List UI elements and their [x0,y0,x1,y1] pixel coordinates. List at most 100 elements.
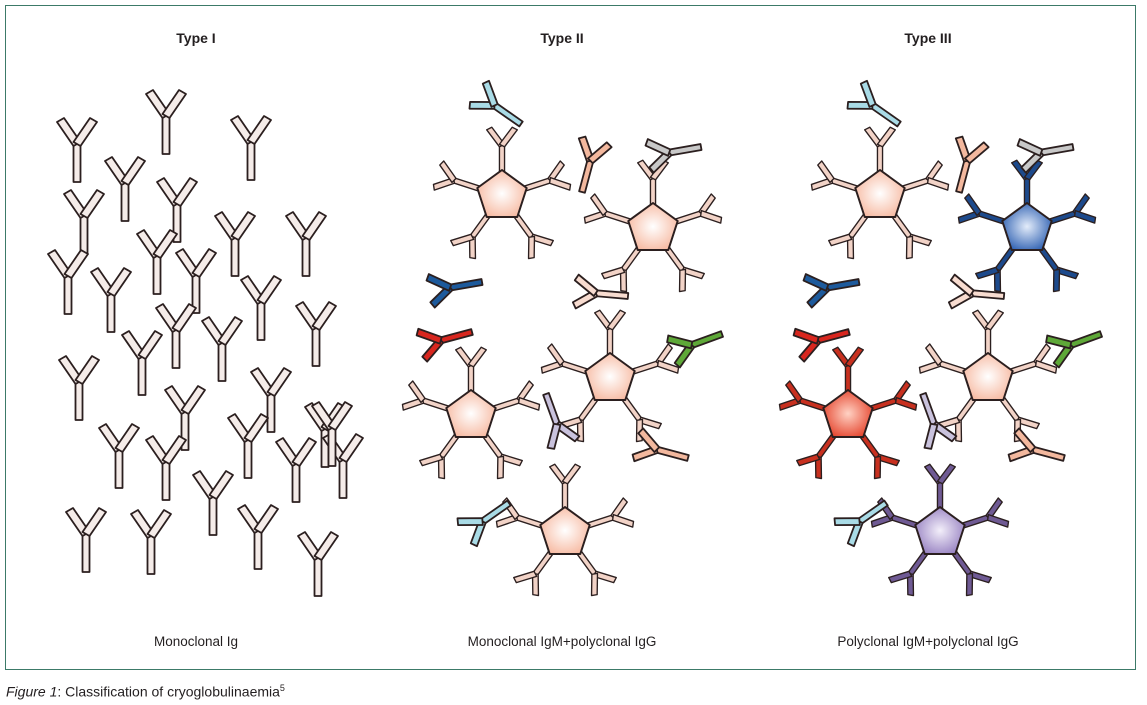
monoclonal-ig-icon [227,413,269,479]
igg-red-icon [415,327,474,363]
monoclonal-ig-icon [56,117,98,183]
igm-subunit-icon [832,346,864,395]
monoclonal-ig-icon [121,330,163,396]
type-ii-group [401,79,724,597]
igm-subunit-icon [594,309,626,358]
igm-pentamer-peach-icon [540,309,680,443]
monoclonal-ig-icon [47,249,89,315]
monoclonal-ig-icon [130,509,172,575]
igm-subunit-icon [864,126,896,175]
igm-subunit-icon [1007,343,1058,376]
panel-title-type-iii: Type III [904,30,952,46]
monoclonal-ig-icon [275,437,317,503]
igg-peach-icon [1007,427,1066,463]
monoclonal-ig-icon [230,115,272,181]
figure-frame: Type I Type II Type III Monoclonal Ig Mo… [5,5,1136,670]
igm-subunit-icon [890,211,932,260]
igm-subunit-icon [778,380,829,413]
monoclonal-ig-icon [237,504,279,570]
igm-pentamer-red-icon [778,346,918,480]
igm-subunit-icon [584,497,635,530]
igm-subunit-icon [583,193,634,226]
igm-subunit-icon [629,343,680,376]
monoclonal-ig-icon [156,177,198,243]
pentamer-core-icon [627,202,679,251]
pentamer-core-icon [476,169,528,218]
igg-green-icon [666,330,724,369]
igg-lavender-icon [919,392,958,450]
caption-reference: 5 [279,683,285,693]
igm-subunit-icon [957,193,1008,226]
igm-subunit-icon [972,309,1004,358]
monoclonal-ig-icon [98,423,140,489]
monoclonal-ig-icon [155,303,197,369]
monoclonal-ig-icon [145,435,187,501]
igm-subunit-icon [663,244,705,293]
pentamer-core-icon [822,389,874,438]
igm-subunit-icon [828,211,870,260]
igg-pale-peach-icon [947,273,1006,310]
monoclonal-ig-icon [175,248,217,314]
igm-subunit-icon [540,343,591,376]
igm-pentamer-peach-icon [583,159,723,293]
igm-subunit-icon [521,160,572,193]
igm-subunit-icon [486,126,518,175]
igg-light-blue-icon [468,79,524,128]
igm-subunit-icon [858,431,900,480]
igm-subunit-icon [924,463,956,512]
caption-separator: : [57,683,62,700]
monoclonal-ig-icon [63,189,105,255]
igm-subunit-icon [455,346,487,395]
igm-subunit-icon [899,160,950,193]
figure-number: Figure 1 [6,683,58,700]
pentamer-core-icon [445,389,497,438]
igm-subunit-icon [450,211,492,260]
igm-pentamer-peach-icon [810,126,950,260]
igm-subunit-icon [490,380,541,413]
monoclonal-ig-icon [145,89,187,155]
igg-dark-blue-icon [425,273,484,309]
igm-subunit-icon [810,160,861,193]
pentamer-core-icon [962,352,1014,401]
panel-label-type-i: Monoclonal Ig [153,634,239,649]
monoclonal-ig-icon [136,229,178,295]
igm-pentamer-peach-icon [401,346,541,480]
igm-subunit-icon [867,380,918,413]
igg-grey-icon [1016,138,1075,174]
monoclonal-ig-icon [104,156,146,222]
cryoglobulin-illustration [47,79,1103,597]
monoclonal-ig-icon [164,385,206,451]
igg-red-icon [792,327,851,363]
igm-pentamer-peach-icon [918,309,1058,443]
monoclonal-ig-icon [214,211,256,277]
caption-text: Classification of cryoglobulinaemia [61,683,280,700]
igm-subunit-icon [959,497,1010,530]
igg-light-blue-icon [833,499,889,548]
igm-subunit-icon [513,548,555,597]
igm-subunit-icon [918,343,969,376]
monoclonal-ig-icon [90,267,132,333]
pentamer-core-icon [539,506,591,555]
igg-light-blue-icon [456,499,512,548]
monoclonal-ig-icon [58,355,100,421]
igg-green-icon [1045,330,1103,369]
igm-pentamer-peach-icon [432,126,572,260]
igg-grey-icon [644,138,703,174]
igg-lavender-icon [542,392,581,450]
igg-dark-blue-icon [802,273,861,309]
igm-subunit-icon [481,431,523,480]
igg-light-blue-icon [846,79,902,128]
igm-subunit-icon [601,244,643,293]
monoclonal-ig-icon [201,316,243,382]
igm-subunit-icon [401,380,452,413]
igm-pentamer-peach-icon [495,463,635,597]
pentamer-core-icon [914,506,966,555]
igm-subunit-icon [432,160,483,193]
igg-peach-icon [631,427,690,463]
panel-label-type-iii: Polyclonal IgM+polyclonal IgG [837,634,1019,649]
monoclonal-ig-icon [311,401,353,467]
igm-subunit-icon [512,211,554,260]
igm-subunit-icon [672,193,723,226]
igm-subunit-icon [549,463,581,512]
pentamer-core-icon [1001,202,1053,251]
